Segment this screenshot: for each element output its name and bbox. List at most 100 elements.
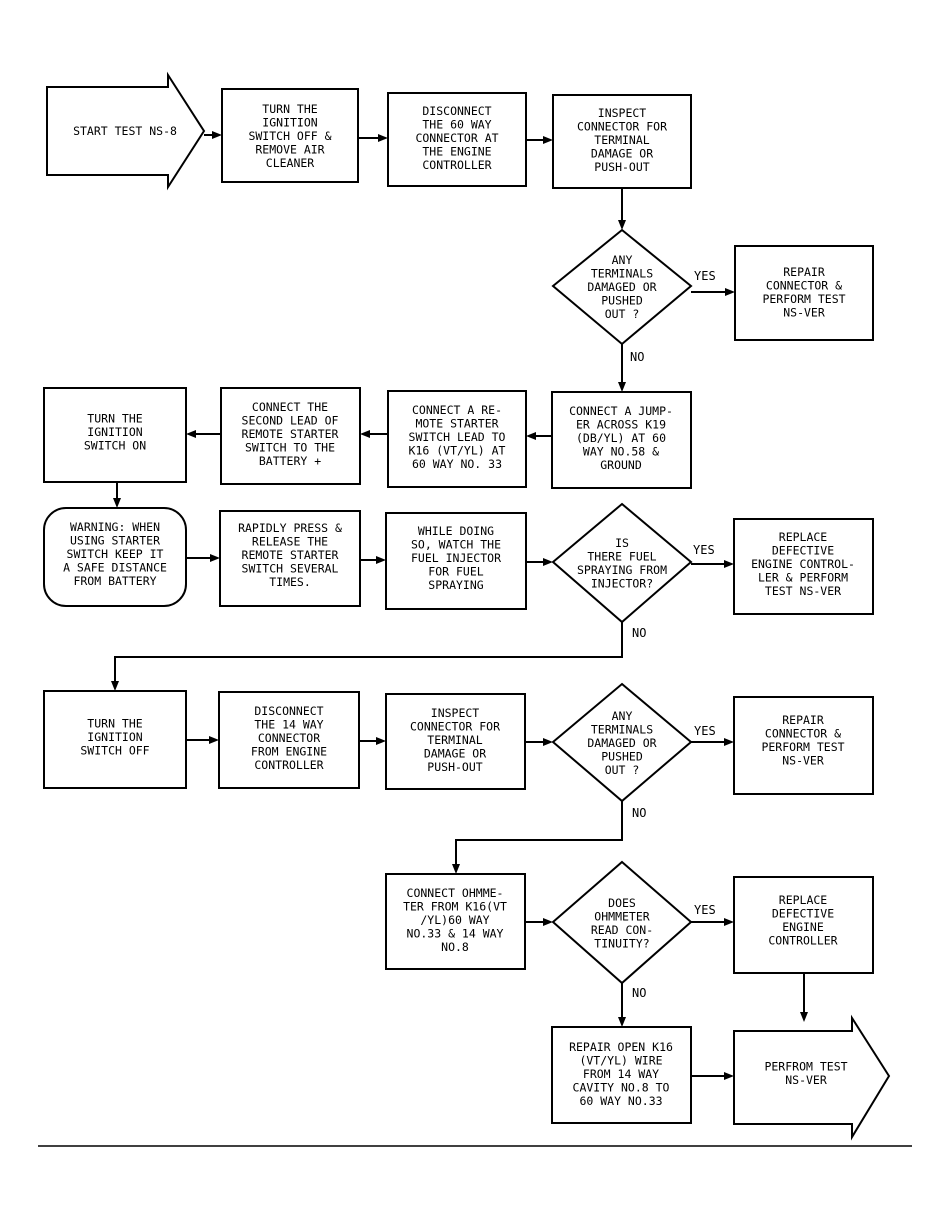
node-text-line: /YL)60 WAY <box>420 913 489 927</box>
node-text-line: CONNECTOR & <box>765 726 841 740</box>
node-text-line: CONNECTOR <box>258 731 320 745</box>
node-text-line: SO, WATCH THE <box>411 538 501 552</box>
result-replace-controller <box>733 876 874 974</box>
node-text-line: ENGINE <box>782 920 824 934</box>
node-text-line: THE 14 WAY <box>254 718 323 732</box>
node-text-line: CLEANER <box>266 156 315 170</box>
node-text-line: CONTROLLER <box>254 758 323 772</box>
node-text-line: SWITCH ON <box>84 439 146 453</box>
connectors <box>111 131 808 1080</box>
node-text-line: CONNECTOR AT <box>415 131 498 145</box>
node-text-line: DAMAGE OR <box>424 747 486 761</box>
node-text-line: FUEL INJECTOR <box>411 551 501 565</box>
node-text-line: PUSHED <box>601 294 643 308</box>
node-text-line: CONNECTOR & <box>766 278 842 292</box>
step-connect-jumper <box>551 391 692 489</box>
node-text-line: REMOTE STARTER <box>242 548 339 562</box>
node-text-line: TERMINALS <box>591 267 653 281</box>
node-text-line: FROM 14 WAY <box>583 1067 659 1081</box>
node-text-line: DAMAGED OR <box>587 736 656 750</box>
node-text-line: OUT ? <box>605 307 640 321</box>
step-connect-ohmmeter <box>385 873 526 970</box>
node-text-line: RELEASE THE <box>252 535 328 549</box>
node-text-line: TINUITY? <box>594 936 649 950</box>
node-text-line: INSPECT <box>598 106 647 120</box>
node-text-line: TEST NS-VER <box>765 584 841 598</box>
node-text-line: DAMAGE OR <box>591 147 653 161</box>
node-text-line: PUSH-OUT <box>427 760 482 774</box>
step-connect-second-lead <box>220 387 361 485</box>
node-text-line: CONNECTOR FOR <box>410 720 500 734</box>
node-text-line: SPRAYING <box>428 578 483 592</box>
node-text-line: WHILE DOING <box>418 524 494 538</box>
step-watch-injector <box>385 512 527 610</box>
node-text-line: INSPECT <box>431 706 480 720</box>
d3-yes-label: YES <box>694 724 716 738</box>
node-text-line: IS <box>615 536 629 550</box>
node-text-line: SWITCH SEVERAL <box>242 562 339 576</box>
node-text-line: REPLACE <box>779 530 828 544</box>
node-text-line: CONNECT A RE- <box>412 403 502 417</box>
node-text-line: IGNITION <box>87 425 142 439</box>
node-text-line: USING STARTER <box>70 534 160 548</box>
d2-yes-label: YES <box>693 543 715 557</box>
node-text-line: TERMINALS <box>591 723 653 737</box>
node-text-line: OUT ? <box>605 763 640 777</box>
node-text-line: DEFECTIVE <box>772 906 834 920</box>
node-text-line: PERFORM TEST <box>762 292 845 306</box>
node-text-line: CAVITY NO.8 TO <box>573 1081 670 1095</box>
node-text-line: K16 (VT/YL) AT <box>409 444 506 458</box>
node-text-line: CONNECT A JUMP- <box>569 404 673 418</box>
start-arrow <box>46 71 206 191</box>
node-text-line: CONTROLLER <box>422 158 491 172</box>
node-text-line: SWITCH LEAD TO <box>409 430 506 444</box>
node-text-line: IGNITION <box>87 730 142 744</box>
node-text-line: INJECTOR? <box>591 576 653 590</box>
node-text-line: REPLACE <box>779 893 828 907</box>
node-text-line: GROUND <box>600 458 642 472</box>
step-inspect-60-way <box>552 94 692 189</box>
node-text-line: SWITCH TO THE <box>245 441 335 455</box>
node-text-line: LER & PERFORM <box>758 571 848 585</box>
node-text-line: REMOVE AIR <box>255 143 324 157</box>
step-ignition-on <box>43 387 187 483</box>
step-disconnect-14-way <box>218 691 360 789</box>
step-repair-open-wire <box>551 1026 692 1124</box>
node-text-line: THE 60 WAY <box>422 118 491 132</box>
step-connect-remote-starter <box>387 390 527 488</box>
node-text-line: IGNITION <box>262 116 317 130</box>
node-text-line: PERFORM TEST <box>761 740 844 754</box>
node-text-line: ENGINE CONTROL- <box>751 557 855 571</box>
node-text-line: SECOND LEAD OF <box>242 414 339 428</box>
node-text-line: START TEST NS-8 <box>73 124 177 138</box>
node-text-line: ER ACROSS K19 <box>576 418 666 432</box>
result-repair-connector-60 <box>734 245 874 341</box>
d1-yes-label: YES <box>694 269 716 283</box>
node-text-line: TERMINAL <box>594 133 649 147</box>
node-text-line: DEFECTIVE <box>772 544 834 558</box>
d1-no-label: NO <box>630 350 644 364</box>
result-repair-connector-14 <box>733 696 874 795</box>
d4-yes-label: YES <box>694 903 716 917</box>
step-disconnect-60-way <box>387 92 527 187</box>
node-text-line: REPAIR OPEN K16 <box>569 1040 673 1054</box>
node-text-line: PUSH-OUT <box>594 160 649 174</box>
node-text-line: SPRAYING FROM <box>577 563 667 577</box>
node-text-line: NO.33 & 14 WAY <box>407 927 504 941</box>
node-text-line: CONNECT OHMME- <box>407 886 504 900</box>
